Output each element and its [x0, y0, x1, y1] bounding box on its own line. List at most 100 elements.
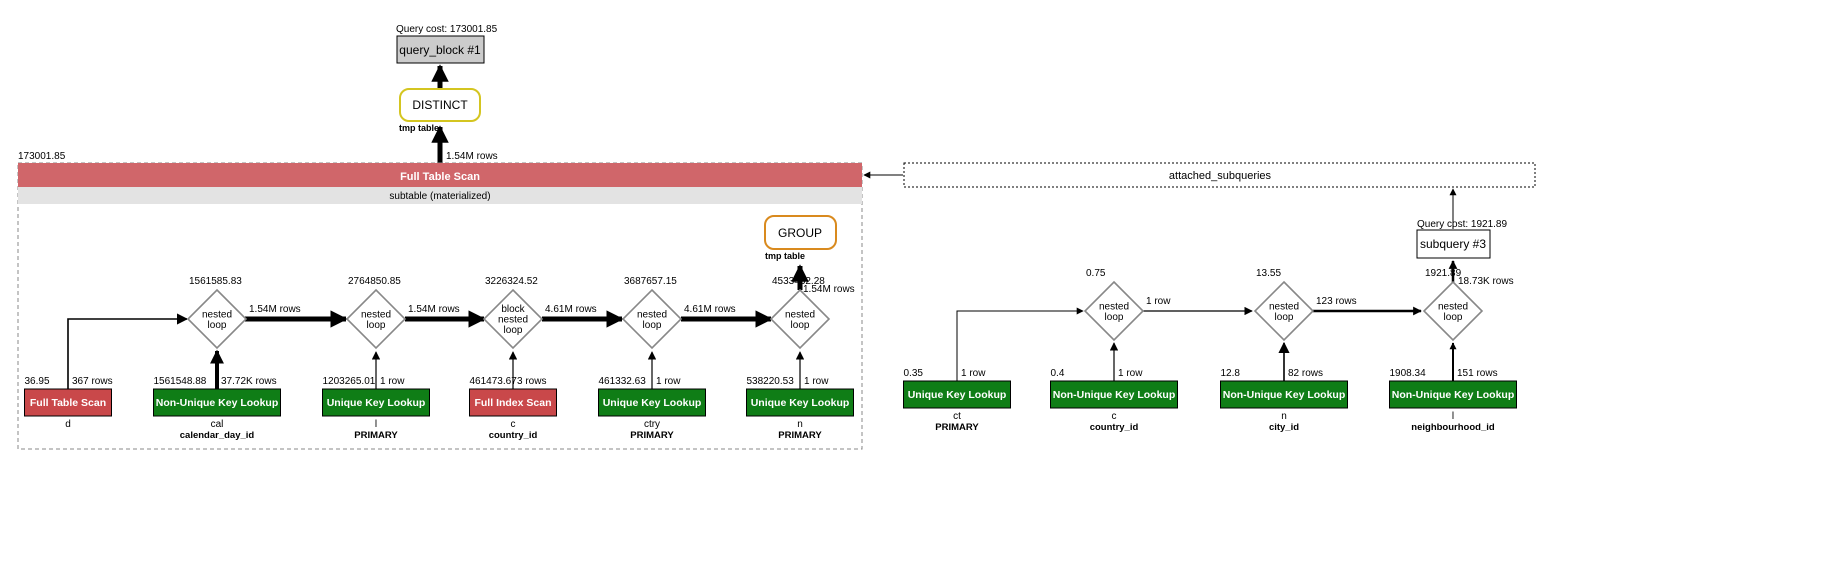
main-access-node-ctry[interactable]: Unique Key Lookup: [598, 388, 706, 417]
sub-join-node-label-line: nested: [1099, 301, 1129, 312]
main-access-edges: [67, 313, 805, 389]
sub-access-node-cost: 0.4: [1051, 368, 1065, 379]
edge-access-d-to-join-1: [67, 313, 189, 389]
main-access-node-key: PRIMARY: [778, 430, 822, 441]
main-access-node-key: PRIMARY: [630, 430, 674, 441]
main-access-node-cost: 1561548.88: [154, 376, 207, 387]
subquery-cost-label: Query cost: 1921.89: [1417, 219, 1507, 230]
main-access-node-d[interactable]: Full Table Scan: [24, 388, 112, 417]
sub-access-node-rows: 1 row: [961, 368, 986, 379]
sub-access-node-l[interactable]: Non-Unique Key Lookup: [1389, 380, 1517, 409]
main-join-node-cost: 1561585.83: [189, 276, 242, 287]
main-access-node-key: PRIMARY: [354, 430, 398, 441]
subquery-edge-rows: 18.73K rows: [1458, 276, 1514, 287]
sub-access-node-label: Unique Key Lookup: [908, 389, 1007, 401]
sub-access-node-key: PRIMARY: [935, 422, 979, 433]
main-access-node-label: Full Index Scan: [474, 397, 551, 409]
main-access-node-rows: 3 rows: [517, 376, 546, 387]
sub-access-edges: [956, 307, 1457, 381]
query-block-label: query_block #1: [399, 43, 481, 57]
main-join-node-cost: 2764850.85: [348, 276, 401, 287]
distinct-node[interactable]: DISTINCT: [399, 88, 481, 122]
main-access-node-rows: 37.72K rows: [221, 376, 277, 387]
main-join-node-label-line: loop: [208, 320, 227, 331]
main-join-node-label-line: loop: [367, 320, 386, 331]
sub-access-node-rows: 1 row: [1118, 368, 1143, 379]
main-access-node-label: Unique Key Lookup: [327, 397, 426, 409]
sub-join-node-label-line: nested: [1269, 301, 1299, 312]
sub-join-node-cost: 0.75: [1086, 268, 1106, 279]
sub-join-node-label-line: loop: [1105, 312, 1124, 323]
main-access-node-label: Unique Key Lookup: [603, 397, 702, 409]
group-tmp-table-note: tmp table: [765, 251, 805, 261]
sub-access-node-c[interactable]: Non-Unique Key Lookup: [1050, 380, 1178, 409]
main-join-node-label-line: nested: [637, 309, 667, 320]
table-scan-cost: 173001.85: [18, 151, 66, 162]
main-access-node-rows: 367 rows: [72, 376, 113, 387]
main-join-node-label-line: nested: [202, 309, 232, 320]
main-access-node-table: l: [375, 419, 377, 430]
table-scan-header[interactable]: Full Table Scan: [18, 163, 862, 187]
main-join-node-label-line: loop: [643, 320, 662, 331]
query-block-node[interactable]: query_block #1: [396, 35, 485, 64]
main-access-node-key: calendar_day_id: [180, 430, 255, 441]
main-access-node-rows: 1 row: [656, 376, 681, 387]
main-join-node-label-line: loop: [791, 320, 810, 331]
main-join-node-out-rows: 4.61M rows: [545, 304, 597, 315]
distinct-tmp-table-note: tmp table: [399, 123, 439, 133]
main-join-node-label-line: block: [501, 304, 525, 315]
group-edge-rows: 1.54M rows: [803, 284, 855, 295]
sub-access-node-label: Non-Unique Key Lookup: [1223, 389, 1346, 401]
sub-join-node-cost: 13.55: [1256, 268, 1281, 279]
main-access-node-cost: 1203265.01: [323, 376, 376, 387]
sub-access-node-key: city_id: [1269, 422, 1299, 433]
sub-access-node-n[interactable]: Non-Unique Key Lookup: [1220, 380, 1348, 409]
main-join-node-out-rows: 4.61M rows: [684, 304, 736, 315]
query-cost-label: Query cost: 173001.85: [396, 24, 498, 35]
sub-access-node-ct[interactable]: Unique Key Lookup: [903, 380, 1011, 409]
attached-subqueries-label: attached_subqueries: [1169, 170, 1272, 182]
main-access-node-cost: 36.95: [25, 376, 50, 387]
main-access-node-label: Full Table Scan: [30, 397, 106, 409]
main-access-node-cost: 461332.63: [599, 376, 647, 387]
table-scan-subheader: subtable (materialized): [18, 187, 862, 204]
main-access-node-n[interactable]: Unique Key Lookup: [746, 388, 854, 417]
main-join-edges: [245, 264, 809, 328]
main-join-node-cost: 3226324.52: [485, 276, 538, 287]
main-access-node-table: d: [65, 419, 71, 430]
subquery-block-node[interactable]: subquery #3: [1416, 229, 1491, 259]
attached-subqueries-box[interactable]: attached_subqueries: [903, 162, 1536, 188]
main-access-node-cal[interactable]: Non-Unique Key Lookup: [153, 388, 281, 417]
sub-access-node-key: country_id: [1090, 422, 1139, 433]
table-scan-header-label: Full Table Scan: [400, 171, 480, 183]
main-join-node-label-line: nested: [498, 315, 528, 326]
main-access-node-l[interactable]: Unique Key Lookup: [322, 388, 430, 417]
sub-access-node-table: c: [1112, 411, 1117, 422]
sub-access-node-label: Non-Unique Key Lookup: [1392, 389, 1515, 401]
main-access-node-rows: 1 row: [380, 376, 405, 387]
sub-access-node-table: l: [1452, 411, 1454, 422]
sub-access-node-table: n: [1281, 411, 1287, 422]
main-join-node-cost: 3687657.15: [624, 276, 677, 287]
main-join-node-label-line: loop: [504, 325, 523, 336]
sub-join-node-cost: 1921.89: [1425, 268, 1462, 279]
edge-access-ct-to-sub-join-1: [956, 307, 1084, 381]
main-join-node-label-line: nested: [361, 309, 391, 320]
group-node[interactable]: GROUP: [764, 215, 837, 250]
table-scan-subheader-label: subtable (materialized): [389, 191, 490, 202]
sub-access-node-rows: 82 rows: [1288, 368, 1323, 379]
main-access-node-rows: 1 row: [804, 376, 829, 387]
sub-join-node-out-rows: 1 row: [1146, 296, 1171, 307]
main-access-node-c[interactable]: Full Index Scan: [469, 388, 557, 417]
